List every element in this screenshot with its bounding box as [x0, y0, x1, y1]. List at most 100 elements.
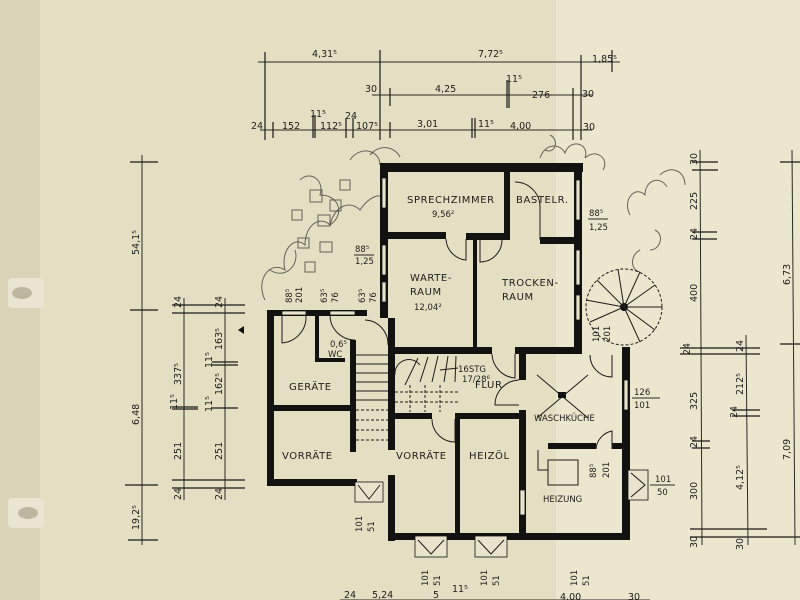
dim-label: 276: [532, 90, 550, 101]
punch-hole-top: [12, 287, 32, 299]
room-warteraum: WARTE-: [410, 273, 452, 284]
room-trockenraum-2: RAUM: [502, 292, 534, 303]
main-staircase: [356, 354, 460, 441]
paper-fold-right: [556, 0, 800, 600]
dim-label: 30: [583, 122, 595, 133]
room-wc: WC: [328, 350, 342, 360]
dim-label: 4,25: [435, 84, 456, 95]
stairs-count: 16STG: [458, 365, 486, 375]
dim-label: 54,1⁵: [131, 230, 142, 255]
dim-label: 163⁵: [214, 328, 225, 350]
dim-label: 162⁵: [214, 373, 225, 395]
dim-label: 11⁵: [478, 119, 494, 130]
dim-label: 24: [689, 436, 700, 448]
room-vorraete-left: VORRÄTE: [282, 449, 333, 462]
wc-size: 0,6⁵: [330, 340, 347, 350]
opening-width: 101: [592, 326, 602, 342]
room-area: 9,56²: [432, 210, 454, 220]
opening-height: 50: [657, 488, 668, 498]
room-heizoel: HEIZÖL: [469, 449, 510, 462]
dim-label: 6,48: [131, 404, 142, 425]
dim-label: 24: [214, 488, 225, 500]
dim-label: 30: [689, 153, 700, 165]
dim-label: 11⁵: [452, 584, 468, 595]
room-bastelraum: BASTELR.: [516, 195, 569, 206]
dim-label: 24: [344, 590, 356, 600]
dim-label: 19,2⁵: [131, 505, 142, 530]
dim-label: 24: [173, 488, 184, 500]
dim-label: 24: [173, 296, 184, 308]
opening-height: 1,25: [589, 223, 608, 233]
opening-height: 51: [367, 521, 377, 532]
dim-label: 4,00: [560, 592, 581, 600]
room-sprechzimmer: SPRECHZIMMER: [407, 195, 495, 206]
dim-label: 24: [729, 406, 740, 418]
opening-width: 126: [634, 388, 650, 398]
room-geraete: GERÄTE: [289, 380, 332, 393]
room-vorraete-mid: VORRÄTE: [396, 449, 447, 462]
room-labels: SPRECHZIMMER 9,56² BASTELR. WARTE- RAUM …: [282, 195, 595, 505]
dim-label: 112⁵: [320, 121, 342, 132]
opening-labels: 88⁵ 1,25 88⁵ 1,25 88⁵ 201 63⁵ 76 63⁵ 76 …: [285, 209, 675, 586]
dim-label: 11⁵: [169, 394, 180, 410]
dim-label: 337⁵: [173, 363, 184, 385]
doors: [281, 181, 613, 486]
dim-label: 5,24: [372, 590, 393, 600]
dim-label: 24: [735, 340, 746, 352]
room-flur: FLUR: [475, 380, 503, 391]
opening-width: 101: [355, 516, 365, 532]
dim-label: 30: [628, 592, 640, 600]
opening-height: 76: [331, 292, 341, 303]
opening-width: 101: [655, 475, 671, 485]
opening-height: 201: [295, 287, 305, 303]
walls: [267, 163, 649, 558]
dim-label: 11⁵: [204, 396, 215, 412]
dim-label: 325: [689, 392, 700, 410]
dim-label: 24: [214, 296, 225, 308]
dim-label: 400: [689, 284, 700, 302]
dimension-bottom: 24 5,24 5 11⁵ 4,00 30: [340, 584, 650, 600]
dim-label: 225: [689, 192, 700, 210]
spiral-staircase: [585, 268, 663, 346]
stairs-rise: 17/28⁶: [462, 375, 490, 385]
floor-drain: [558, 392, 566, 398]
opening-width: 63⁵: [320, 289, 330, 303]
opening-height: 76: [369, 292, 379, 303]
opening-width: 88⁵: [355, 245, 369, 255]
dim-label: 251: [173, 442, 184, 460]
dim-label: 212⁵: [735, 373, 746, 395]
room-warteraum-2: RAUM: [410, 287, 442, 298]
dim-label: 7,72⁵: [478, 49, 503, 60]
opening-height: 101: [634, 401, 650, 411]
dim-label: 152: [282, 121, 300, 132]
punch-hole-bottom: [18, 507, 38, 519]
dim-label: 24: [682, 343, 693, 355]
dim-label: 30: [582, 89, 594, 100]
dimension-left: 54,1⁵ 6,48 19,2⁵ 24 337⁵ 11⁵ 251 24 24 1…: [125, 155, 245, 545]
dimension-right: 30 225 24 400 24 325 24 300 30 24 212⁵ 2…: [680, 149, 800, 550]
dim-label: 4,12⁵: [735, 465, 746, 490]
dim-label: 300: [689, 482, 700, 500]
dim-label: 6,73: [782, 264, 793, 285]
opening-width: 88⁵: [285, 289, 295, 303]
dim-label: 11⁵: [310, 109, 326, 120]
dim-label: 30: [689, 536, 700, 548]
dim-label: 11⁵: [204, 352, 215, 368]
opening-height: 51: [492, 575, 502, 586]
dim-label: 24: [251, 121, 263, 132]
opening-height: 51: [582, 575, 592, 586]
room-waschkueche: WASCHKÜCHE: [534, 413, 595, 424]
opening-height: 51: [433, 575, 443, 586]
opening-width: 88⁵: [589, 464, 599, 478]
garden-planting: [261, 134, 686, 301]
room-trockenraum: TROCKEN-: [501, 278, 559, 289]
dim-label: 30: [365, 84, 377, 95]
north-arrow-marker: [238, 326, 244, 334]
dim-label: 11⁵: [506, 74, 522, 85]
dim-label: 3,01: [417, 119, 438, 130]
dim-label: 30: [735, 538, 746, 550]
room-heizung: HEIZUNG: [543, 495, 582, 505]
room-area: 12,04²: [414, 303, 442, 313]
opening-width: 88⁵: [589, 209, 603, 219]
dim-label: 107⁵: [356, 121, 378, 132]
